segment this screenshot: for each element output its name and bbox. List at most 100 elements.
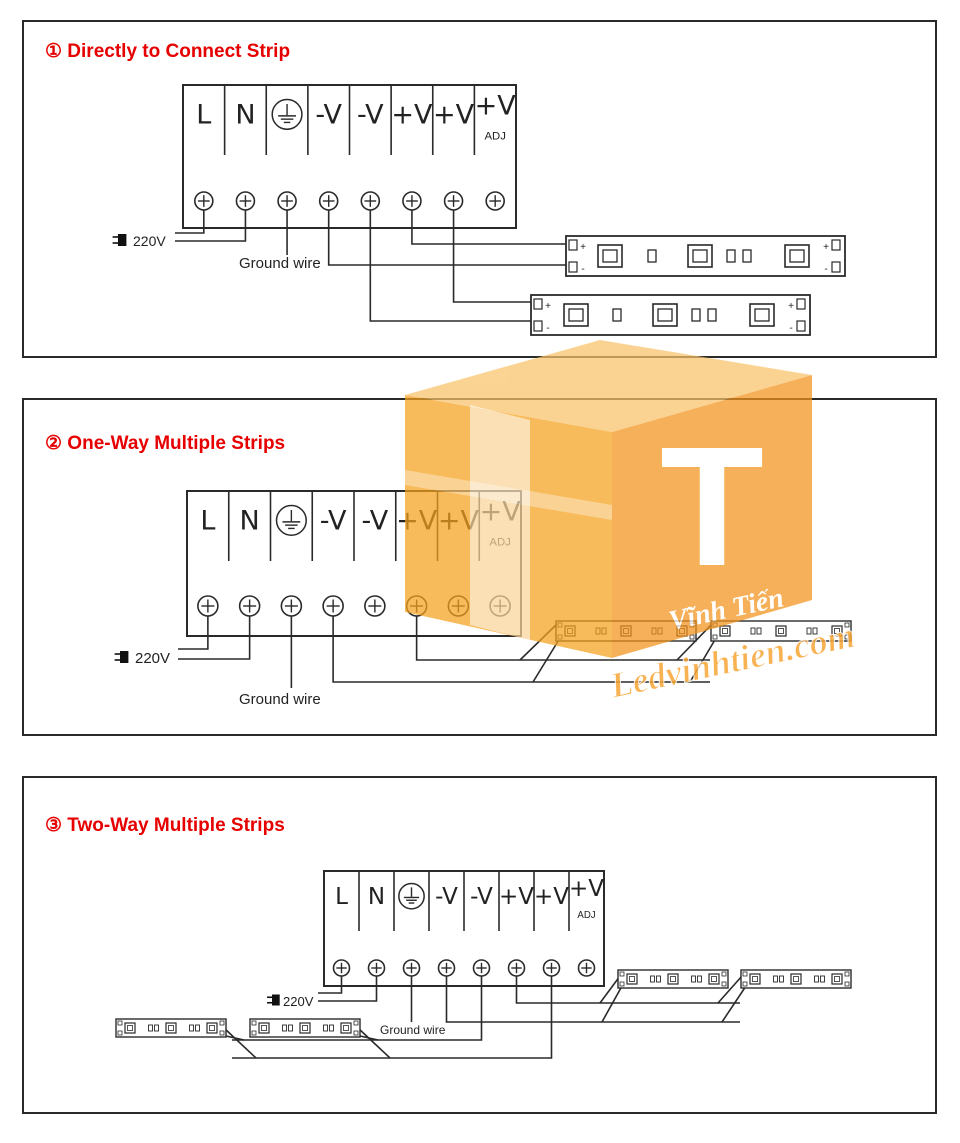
resistor [742,249,752,263]
polarity-plus: + [823,242,829,253]
terminal-screw [322,595,344,617]
terminal-screw [280,595,303,617]
terminal-screw [235,191,256,211]
resistor [697,975,702,983]
drop-wire [223,1027,257,1059]
terminal-label: N [235,100,255,131]
terminal-screw [507,959,526,977]
bus-positive-right [515,976,740,1004]
drop-wire [689,637,717,683]
resistor [282,1024,287,1032]
terminal-label: +V [475,90,517,121]
mains-wire-L [318,976,343,994]
mains-wire-N [175,210,247,242]
terminal-label: L [335,884,348,910]
terminal-screw [542,959,561,977]
input-voltage-label: 220V [133,233,166,249]
polarity-plus: + [788,301,794,312]
ground-icon [275,504,307,537]
terminal-label: +V [499,884,534,910]
adj-label: ADJ [577,910,595,921]
input-voltage-label: 220V [283,994,314,1009]
section-1-title: ① Directly to Connect Strip [45,41,290,62]
section-3-title: ③ Two-Way Multiple Strips [45,815,285,836]
resistor [779,975,784,983]
terminal-screw [472,959,491,977]
terminal-screw [402,959,421,977]
terminal-label: -V [357,100,384,131]
terminal-label: N [240,506,260,537]
drop-wire [359,1035,379,1041]
power-plug-icon [267,994,280,1006]
led-strip [249,1018,361,1038]
terminal-screw [238,595,261,617]
led-strip: + - + - [530,294,811,336]
resistor [647,249,657,263]
resistor [707,308,717,322]
section-3-frame [22,776,937,1114]
mains-wire-L [175,210,205,234]
resistor [750,627,756,635]
polarity-plus: + [580,242,586,253]
terminal-label: -V [470,884,493,910]
resistor [691,308,701,322]
input-voltage-label: 220V [135,650,170,667]
resistor [814,975,819,983]
resistor [323,1024,328,1032]
terminal-screw [443,191,464,211]
mains-wire-L [178,616,209,650]
polarity-plus: + [545,301,551,312]
terminal-screw [332,959,351,977]
ground-wire-label: Ground wire [239,691,321,708]
terminal-screw [360,191,381,211]
bus-positive-left [232,976,553,1059]
logo-letter: T [660,412,764,602]
led-strip [617,969,729,989]
terminal-screw [277,191,297,211]
wire-positive-strip-2 [452,210,531,303]
resistor [812,627,818,635]
ground-icon [271,98,303,131]
resistor [691,975,696,983]
power-plug-icon [112,234,127,246]
bus-negative [332,616,710,683]
led-strip [115,1018,227,1038]
polarity-minus: - [581,264,584,275]
terminal-screw [577,959,596,977]
drop-wire [601,985,623,1023]
terminal-label: L [196,100,211,131]
drop-wire [225,1035,245,1041]
resistor [148,1024,153,1032]
terminal-label: +V [534,884,569,910]
wire-negative-strip-2 [369,210,531,322]
adj-label: ADJ [484,131,505,143]
terminal-label: -V [362,506,389,537]
wire-positive-strip-1 [411,210,566,245]
terminal-screw [318,191,339,211]
resistor [820,975,825,983]
resistor [756,627,762,635]
mains-wire-N [178,616,251,660]
ground-icon [398,882,425,910]
bus-negative-left [232,976,483,1041]
terminal-label: L [200,506,215,537]
ground-wire-label: Ground wire [380,1023,446,1037]
polarity-minus: - [789,323,792,334]
drop-wire [599,975,621,1004]
resistor [656,975,661,983]
mains-wire-N [318,976,378,1002]
drop-wire [721,985,747,1023]
polarity-minus: - [546,323,549,334]
terminal-label: +V [433,100,475,131]
terminal-screw [402,191,422,211]
drop-wire [357,1027,391,1059]
terminal-label: -V [315,100,342,131]
polarity-minus: - [824,264,827,275]
terminal-screw [485,191,505,211]
resistor [773,975,778,983]
ground-wire-label: Ground wire [239,255,321,272]
